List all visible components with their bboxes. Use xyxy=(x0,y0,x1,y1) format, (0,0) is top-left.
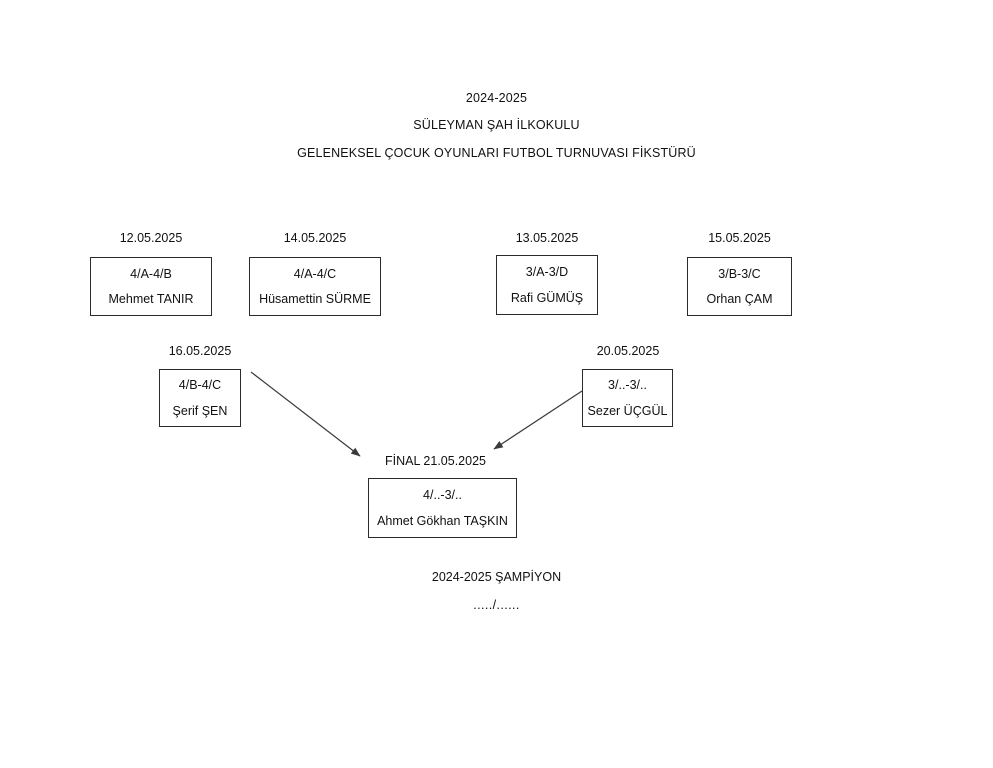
match-referee: Hüsamettin SÜRME xyxy=(259,292,371,306)
match-box-quarterfinal-1[interactable]: 4/A-4/B Mehmet TANIR xyxy=(90,257,212,316)
quarterfinal-date-2: 14.05.2025 xyxy=(283,231,347,245)
match-box-semifinal-1[interactable]: 4/B-4/C Şerif ŞEN xyxy=(159,369,241,427)
match-referee: Şerif ŞEN xyxy=(172,403,228,418)
match-box-semifinal-2[interactable]: 3/..-3/.. Sezer ÜÇGÜL xyxy=(582,369,673,427)
match-teams: 4/B-4/C xyxy=(178,378,222,393)
quarterfinal-date-1: 12.05.2025 xyxy=(119,231,183,245)
match-teams: 3/..-3/.. xyxy=(608,378,647,393)
arrow-semifinal-1-to-final xyxy=(250,371,361,457)
final-label: FİNAL 21.05.2025 xyxy=(385,454,486,468)
champion-title: 2024-2025 ŞAMPİYON xyxy=(431,570,562,584)
header-subtitle: GELENEKSEL ÇOCUK OYUNLARI FUTBOL TURNUVA… xyxy=(297,146,696,160)
match-referee: Ahmet Gökhan TAŞKIN xyxy=(377,513,508,528)
match-referee: Orhan ÇAM xyxy=(706,292,773,306)
match-teams: 3/A-3/D xyxy=(525,265,569,280)
match-referee: Rafi GÜMÜŞ xyxy=(510,290,584,305)
match-teams: 4/..-3/.. xyxy=(423,488,462,503)
match-box-quarterfinal-3[interactable]: 3/A-3/D Rafi GÜMÜŞ xyxy=(496,255,598,315)
quarterfinal-date-4: 15.05.2025 xyxy=(708,231,771,245)
match-box-quarterfinal-4[interactable]: 3/B-3/C Orhan ÇAM xyxy=(687,257,792,316)
quarterfinal-date-3: 13.05.2025 xyxy=(515,231,579,245)
match-referee: Sezer ÜÇGÜL xyxy=(587,403,668,418)
match-box-quarterfinal-2[interactable]: 4/A-4/C Hüsamettin SÜRME xyxy=(249,257,381,316)
match-box-final[interactable]: 4/..-3/.. Ahmet Gökhan TAŞKIN xyxy=(368,478,517,538)
champion-blank-line: ...../...... xyxy=(473,598,520,612)
match-teams: 4/A-4/B xyxy=(130,266,172,281)
match-teams: 3/B-3/C xyxy=(718,266,761,281)
semifinal-date-2: 20.05.2025 xyxy=(596,344,660,358)
header-season: 2024-2025 xyxy=(465,91,528,105)
arrow-semifinal-2-to-final xyxy=(493,390,583,450)
semifinal-date-1: 16.05.2025 xyxy=(168,344,232,358)
match-teams: 4/A-4/C xyxy=(293,266,337,281)
match-referee: Mehmet TANIR xyxy=(108,292,194,306)
header-school-name: SÜLEYMAN ŞAH İLKOKULU xyxy=(413,118,580,132)
